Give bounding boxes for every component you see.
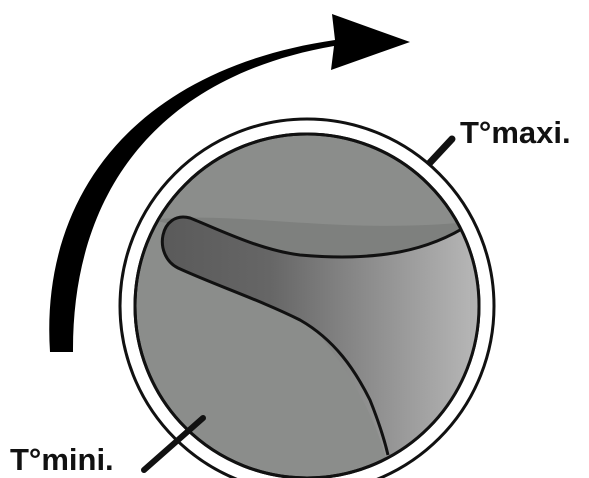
min-temperature-label: T°mini. <box>10 442 114 477</box>
max-temperature-label: T°maxi. <box>460 115 571 150</box>
temperature-knob-icon <box>120 119 520 478</box>
